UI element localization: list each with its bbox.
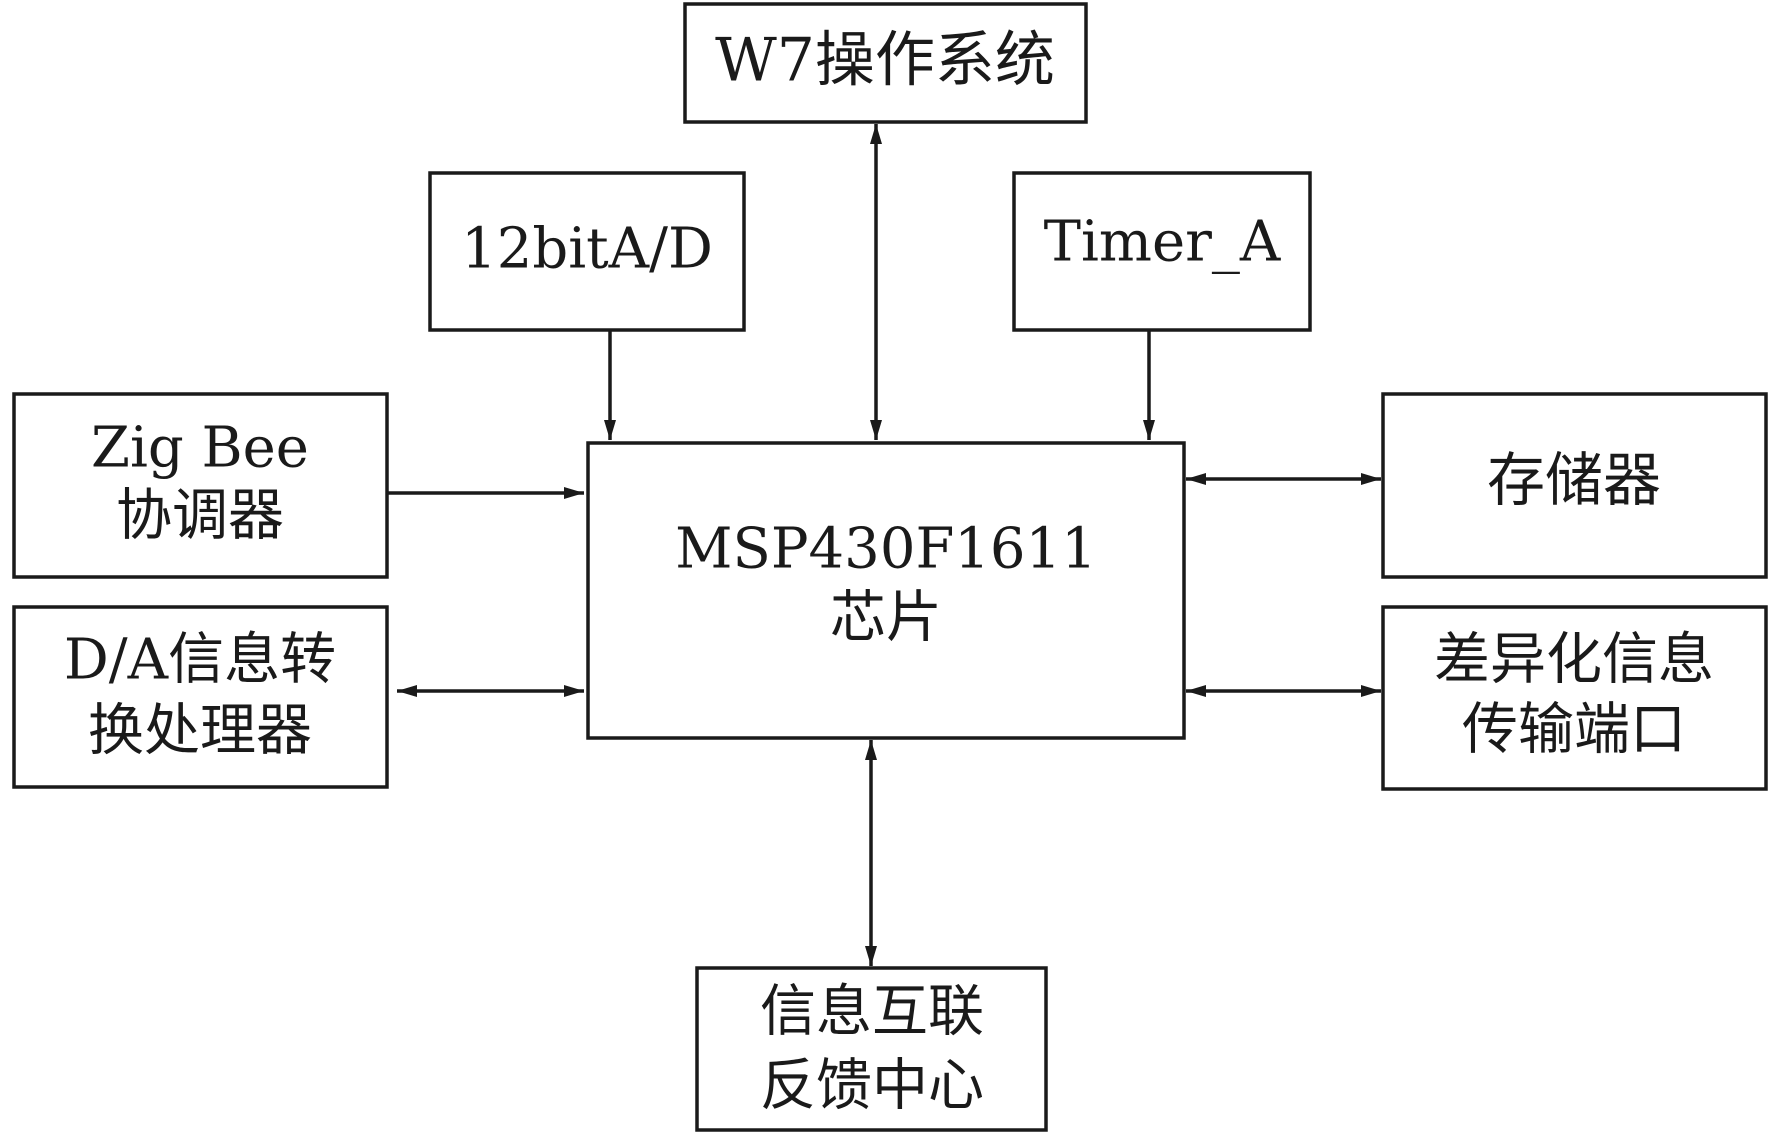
node-label: 信息互联 — [760, 980, 984, 1045]
node-diff-port: 差异化信息 传输端口 — [1381, 605, 1768, 791]
node-storage: 存储器 — [1381, 392, 1768, 579]
node-label: Timer_A — [1044, 210, 1281, 275]
node-adc: 12bitA/D — [428, 171, 746, 332]
node-label: 差异化信息 — [1434, 628, 1714, 693]
node-label: D/A信息转 — [64, 628, 336, 693]
node-timer: Timer_A — [1012, 171, 1312, 332]
node-label: 存储器 — [1487, 446, 1661, 514]
node-label: 换处理器 — [88, 699, 312, 764]
node-w7-os: W7操作系统 — [683, 2, 1088, 124]
node-mcu: MSP430F1611 芯片 — [586, 441, 1186, 740]
node-label: 12bitA/D — [461, 217, 713, 282]
node-label: MSP430F1611 — [675, 517, 1097, 582]
node-label: 传输端口 — [1462, 698, 1686, 763]
node-feedback-center: 信息互联 反馈中心 — [695, 966, 1048, 1132]
node-label: Zig Bee — [91, 416, 309, 481]
node-da-processor: D/A信息转 换处理器 — [12, 605, 389, 789]
connections — [387, 124, 1381, 966]
node-label: 反馈中心 — [760, 1054, 984, 1119]
node-label: W7操作系统 — [715, 26, 1055, 96]
node-zigbee: Zig Bee 协调器 — [12, 392, 389, 579]
node-label: 协调器 — [116, 484, 284, 549]
node-label: 芯片 — [830, 586, 942, 651]
